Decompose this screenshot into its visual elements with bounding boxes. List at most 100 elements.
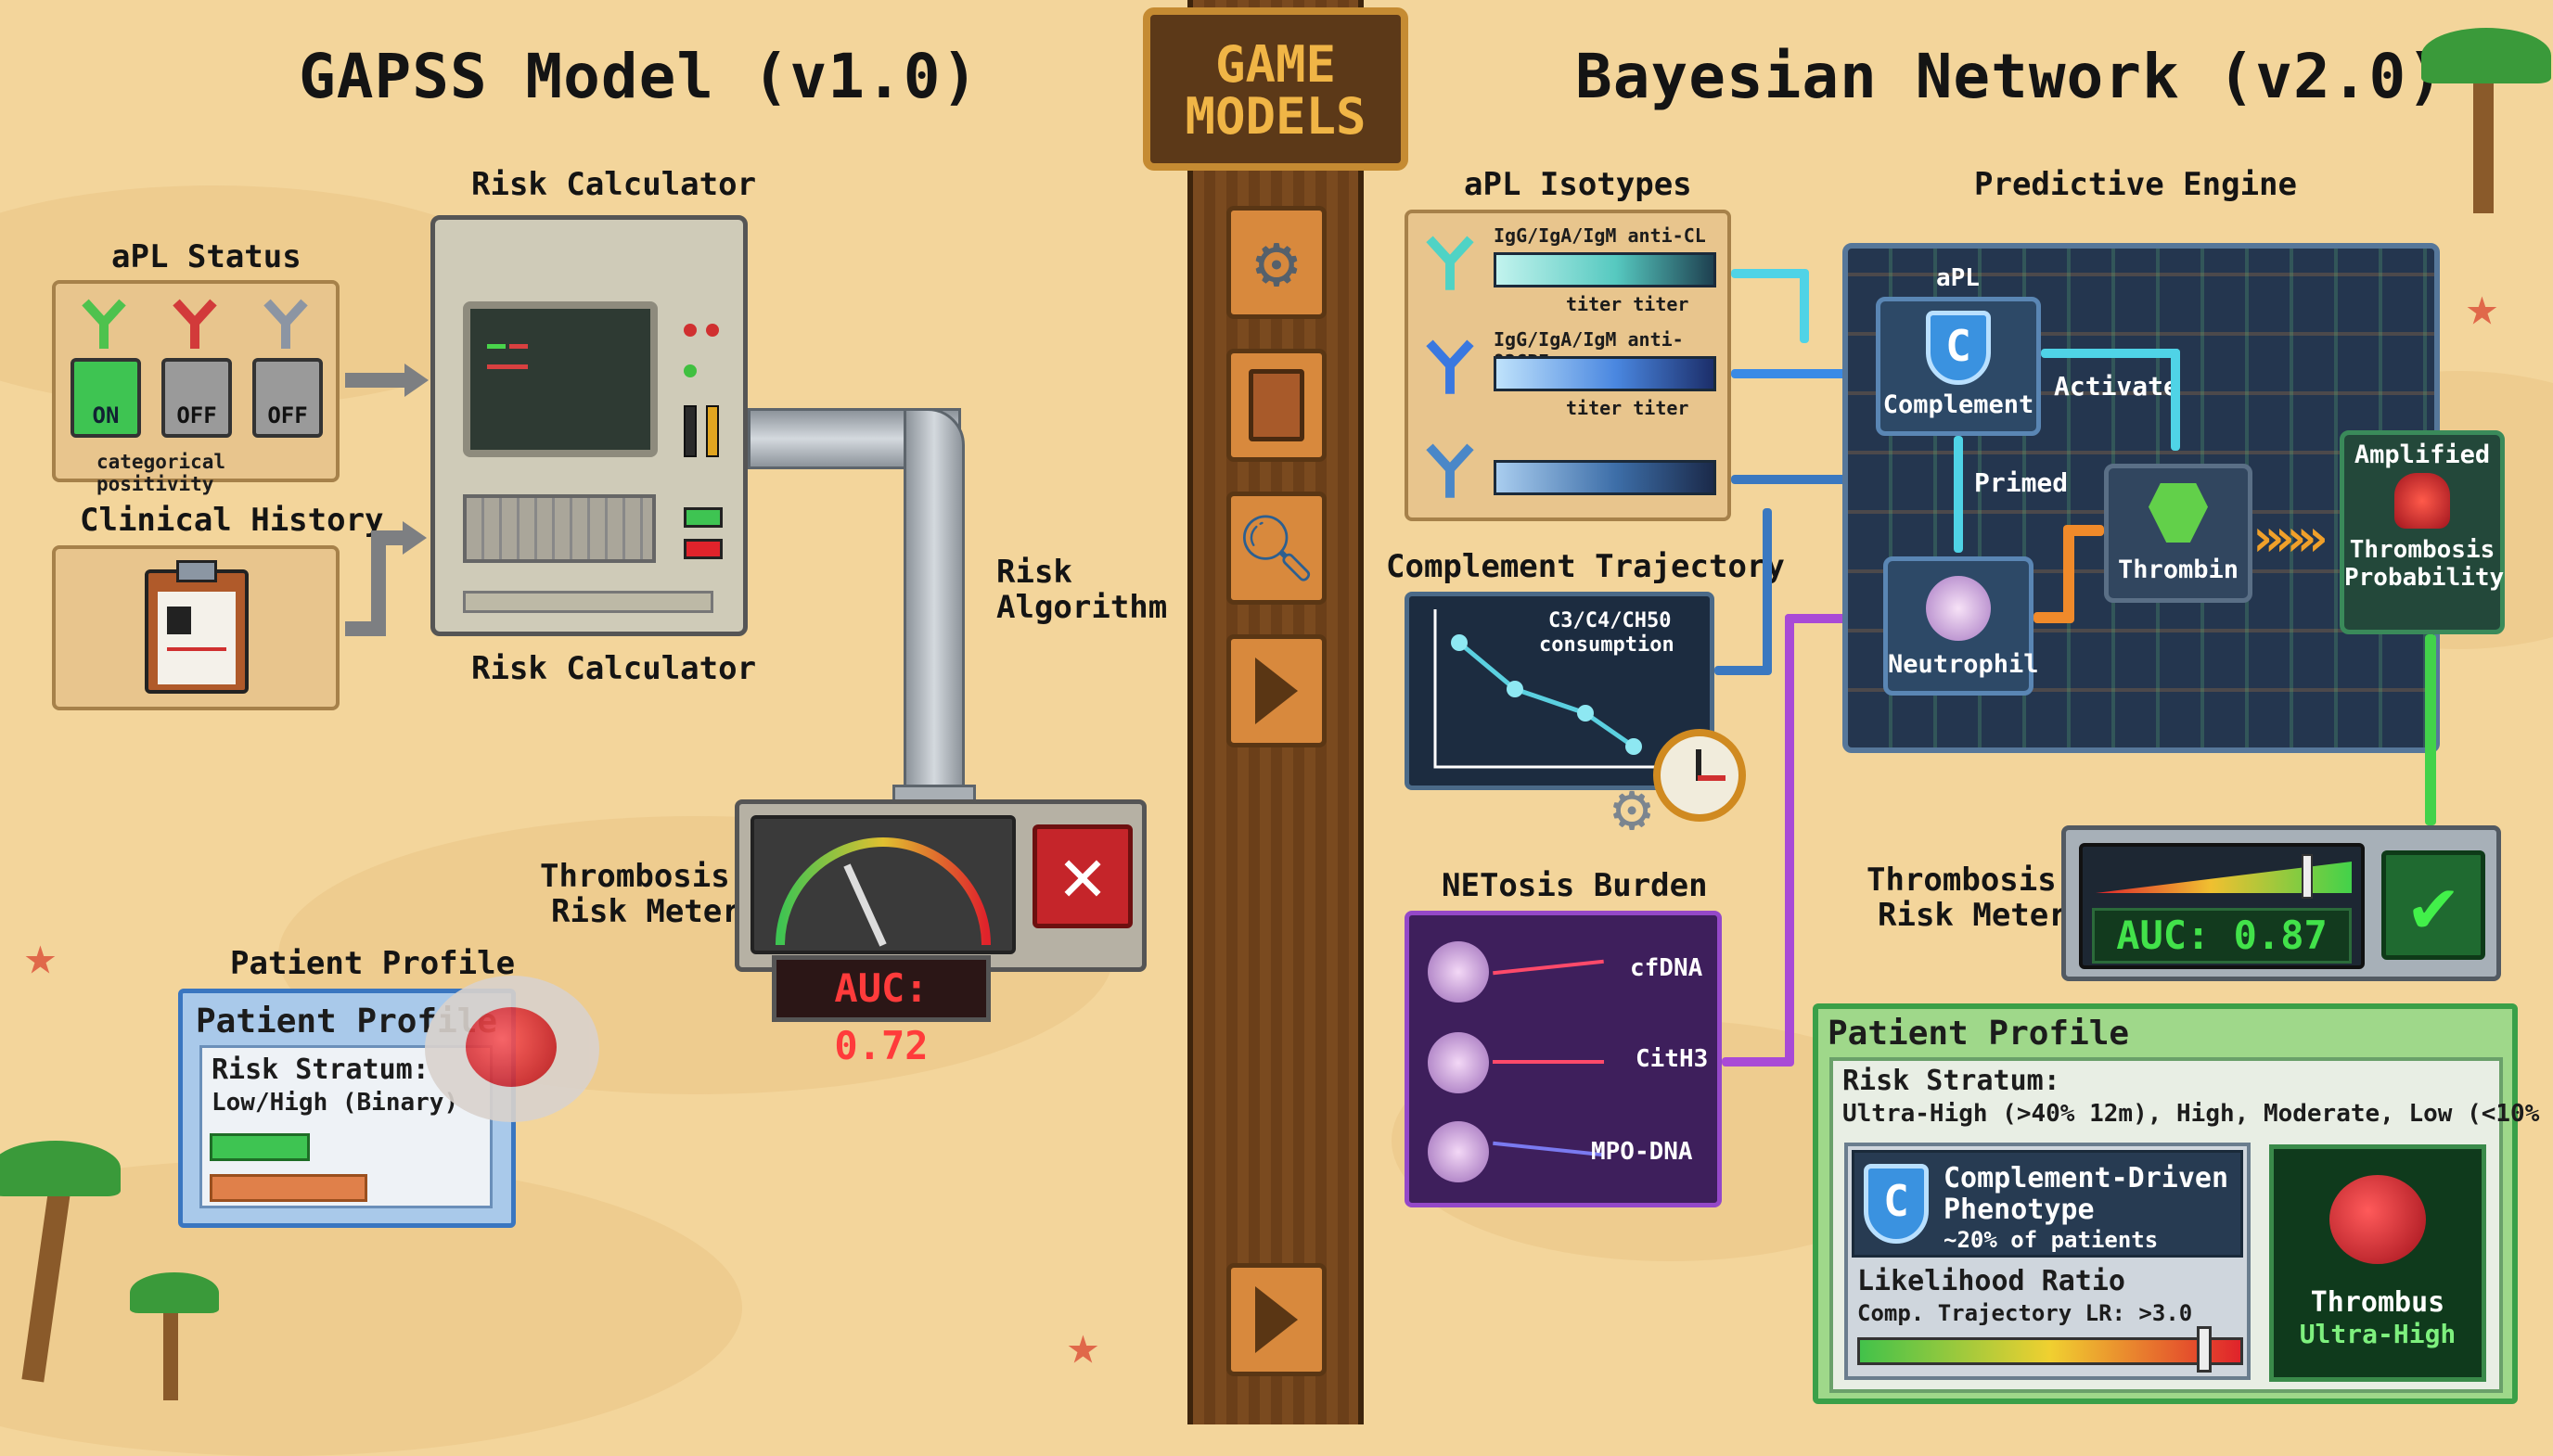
play-button[interactable]	[1226, 634, 1327, 747]
apl-caption: categorical positivity	[96, 451, 226, 495]
left-auc: AUC: 0.72	[772, 955, 991, 1068]
chevron-arrows-icon: »»»	[2252, 508, 2328, 568]
palm-tree-icon	[163, 1289, 178, 1400]
apl-toggle-2[interactable]: OFF	[161, 358, 232, 438]
phenotype-line-1: Complement-Driven	[1944, 1162, 2229, 1194]
right-meter-label-2: Risk Meter	[1878, 897, 2068, 934]
neutrophil-node[interactable]: Neutrophil	[1883, 556, 2039, 696]
antibody-icon	[173, 299, 217, 349]
play-icon	[1255, 658, 1298, 724]
neutrophil-icon	[1428, 941, 1489, 1003]
pipe	[904, 408, 965, 798]
antibody-icon	[82, 299, 126, 349]
risk-calculator-computer[interactable]	[430, 215, 748, 636]
magnifier-icon: 🔍︎	[1235, 509, 1318, 586]
right-patient-card: Patient Profile Risk Stratum: Ultra-High…	[1813, 1003, 2553, 1404]
arrow-head-icon	[404, 364, 429, 397]
left-meter-label-2: Risk Meter	[551, 893, 741, 930]
probability-label-2: Probability	[2344, 564, 2505, 592]
neutrophil-icon	[1428, 1032, 1489, 1093]
sign-line-2: MODELS	[1185, 87, 1366, 146]
meter-fill-bar	[2096, 862, 2352, 893]
shield-icon: C	[1926, 311, 1991, 385]
activate-label: Activate	[2054, 371, 2179, 402]
phenotype-box: C Complement-Driven Phenotype ~20% of pa…	[1844, 1143, 2251, 1380]
starfish-icon: ★	[1067, 1313, 1099, 1376]
cog-icon: ⚙	[1612, 770, 1652, 846]
book-button[interactable]	[1226, 349, 1327, 462]
palm-leaves	[2421, 28, 2551, 83]
palm-tree-icon	[2473, 56, 2494, 213]
probability-label-1: Thrombosis	[2349, 536, 2495, 564]
complement-trajectory-title: Complement Trajectory	[1386, 548, 1785, 585]
trajectory-caption-2: consumption	[1539, 633, 1674, 657]
apl-toggle-3[interactable]: OFF	[252, 358, 323, 438]
apl-toggle-1[interactable]: ON	[71, 358, 141, 438]
complement-node[interactable]: aPL C Complement	[1876, 264, 2041, 436]
right-patient-card-title: Patient Profile	[1828, 1015, 2130, 1053]
complement-label: Complement	[1882, 390, 2034, 419]
lr-slider-handle[interactable]	[2197, 1326, 2212, 1373]
isotype-2-caption: titer titer	[1566, 397, 1689, 419]
thrombin-icon	[2149, 483, 2208, 543]
left-risk-meter: ✕	[735, 799, 1147, 972]
play-button-bottom[interactable]	[1226, 1263, 1327, 1376]
gauge-icon	[776, 837, 991, 947]
phenotype-line-2: Phenotype	[1944, 1194, 2095, 1226]
keyboard	[463, 494, 656, 563]
apl-isotypes-title: aPL Isotypes	[1464, 166, 1692, 203]
isotype-1-caption: titer titer	[1566, 293, 1689, 315]
search-button[interactable]: 🔍︎	[1226, 492, 1327, 605]
thrombus-cloud-icon	[425, 976, 599, 1122]
risk-calculator-label-top: Risk Calculator	[471, 166, 757, 203]
left-stratum-label: Risk Stratum:	[212, 1054, 430, 1086]
right-meter-label-1: Thrombosis	[1867, 862, 2057, 899]
netosis-marker-1: cfDNA	[1630, 954, 1703, 982]
antibody-icon	[1426, 339, 1474, 394]
apl-status-panel: ON OFF OFF categorical positivity	[52, 280, 340, 495]
risk-algorithm-label-2: Algorithm	[996, 589, 1168, 626]
palm-leaves	[130, 1272, 219, 1313]
left-patient-profile-label: Patient Profile	[230, 945, 516, 982]
thrombin-node[interactable]: Thrombin	[2104, 464, 2252, 603]
trajectory-chart	[1433, 609, 1700, 769]
phenotype-share: ~20% of patients	[1944, 1227, 2159, 1253]
netosis-marker-2: CitH3	[1636, 1045, 1709, 1073]
thrombus-icon	[2329, 1175, 2426, 1264]
left-stratum-value: Low/High (Binary)	[212, 1089, 459, 1117]
bayesian-title: Bayesian Network (v2.0)	[1575, 41, 2444, 112]
antibody-icon	[1426, 443, 1474, 498]
gapss-title: GAPSS Model (v1.0)	[299, 41, 980, 112]
right-stratum-label: Risk Stratum:	[1842, 1065, 2060, 1097]
thrombus-level: Ultra-High	[2299, 1319, 2457, 1349]
arrow-right-icon	[345, 373, 410, 388]
stopwatch-icon	[1653, 729, 1746, 822]
amplified-label: Amplified	[2354, 441, 2491, 469]
right-risk-meter: AUC: 0.87 ✔	[2061, 825, 2501, 981]
isotype-1-bar	[1494, 252, 1716, 287]
isotype-1-name: IgG/IgA/IgM anti-CL	[1494, 224, 1706, 247]
lr-value: Comp. Trajectory LR: >3.0	[1857, 1300, 2193, 1326]
left-meter-label-1: Thrombosis	[540, 858, 730, 895]
predictive-engine-title: Predictive Engine	[1974, 166, 2297, 203]
apl-isotypes-panel: IgG/IgA/IgM anti-CL titer titer IgG/IgA/…	[1405, 210, 1731, 521]
primed-label: Primed	[1974, 467, 2069, 498]
netosis-panel: cfDNA CitH3 MPO-DNA	[1405, 911, 1722, 1207]
antibody-icon	[1426, 236, 1474, 290]
neutrophil-icon	[1926, 576, 1991, 641]
engine-apl-label: aPL	[1936, 264, 1980, 292]
right-auc: AUC: 0.87	[2092, 908, 2352, 964]
right-stratum-value: Ultra-High (>40% 12m), High, Moderate, L…	[1842, 1100, 2553, 1128]
netosis-marker-3: MPO-DNA	[1591, 1138, 1693, 1166]
clipboard-icon	[145, 560, 249, 694]
sign-line-1: GAME	[1214, 35, 1337, 94]
settings-button[interactable]: ⚙	[1226, 206, 1327, 319]
arrow-head-icon	[403, 521, 427, 555]
risk-calculator-label-bottom: Risk Calculator	[471, 650, 757, 687]
game-models-sign: GAME MODELS	[1143, 7, 1408, 171]
lr-gradient-bar	[1857, 1337, 2243, 1365]
apl-status-title: aPL Status	[111, 238, 301, 275]
thrombosis-probability-node[interactable]: Amplified Thrombosis Probability	[2340, 430, 2505, 634]
starfish-icon: ★	[2466, 275, 2498, 338]
isotype-2-bar	[1494, 356, 1716, 391]
